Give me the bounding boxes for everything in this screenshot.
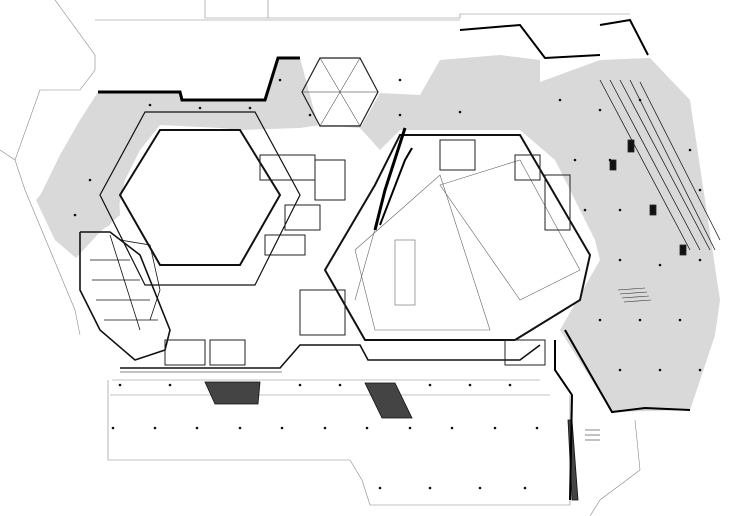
column-grid bbox=[73, 78, 702, 490]
central-large-hall bbox=[323, 134, 592, 341]
upper-corridor bbox=[38, 55, 720, 412]
south-west-block bbox=[79, 231, 171, 361]
north-east-stands bbox=[599, 79, 721, 256]
south-east-wing bbox=[560, 290, 715, 412]
atrium-hexagon bbox=[301, 57, 379, 127]
site-context bbox=[0, 0, 641, 516]
central-hall-details bbox=[354, 139, 581, 331]
lower-band bbox=[120, 344, 541, 373]
circulation-zones bbox=[36, 55, 720, 412]
dark-features bbox=[204, 381, 579, 501]
west-wing bbox=[36, 148, 120, 258]
service-rooms bbox=[164, 139, 571, 366]
stair-hatching bbox=[585, 287, 652, 441]
left-hexagon-hall bbox=[99, 111, 301, 286]
thick-walls bbox=[98, 18, 691, 501]
